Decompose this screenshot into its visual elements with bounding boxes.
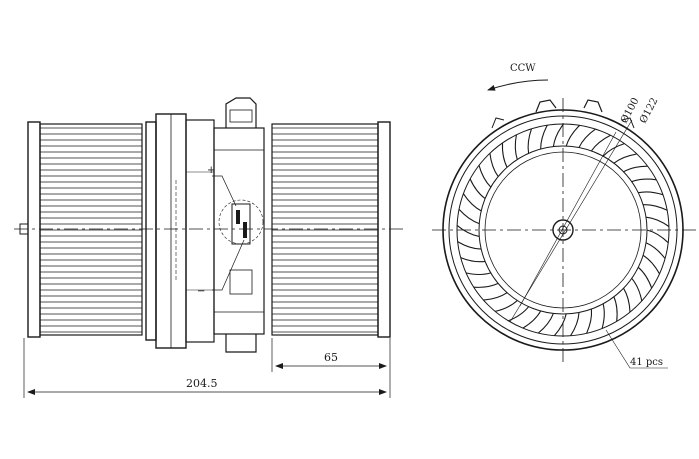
- fan-blade: [508, 306, 530, 322]
- motor-housing: [145, 97, 265, 353]
- front-view: CCW Ø100 Ø122 41 pcs: [432, 63, 696, 369]
- blade-count-leader: [605, 329, 631, 369]
- right-wheel-fins: [272, 127, 378, 333]
- fan-blade: [602, 143, 625, 157]
- inner-diameter-leader: [519, 131, 617, 307]
- fan-blade: [613, 153, 637, 164]
- right-blower-wheel: [271, 121, 391, 338]
- fan-blade: [643, 204, 668, 211]
- terminal-plus-label: +: [207, 165, 215, 176]
- fan-blade: [458, 208, 480, 225]
- blade-count-label: 41 pcs: [630, 357, 663, 368]
- outer-diameter-leader: [509, 119, 633, 323]
- center-hub: [552, 219, 574, 241]
- fan-blade: [646, 229, 669, 244]
- fan-blade: [469, 178, 486, 200]
- fan-blade: [473, 282, 499, 288]
- fan-blade: [631, 178, 657, 183]
- fan-blade: [631, 277, 643, 302]
- fan-blade: [638, 191, 664, 196]
- total-length-label: 204.5: [186, 377, 218, 390]
- fan-blade: [465, 272, 491, 276]
- fan-blade: [462, 193, 482, 212]
- fan-blade: [489, 153, 499, 177]
- fan-blade: [586, 309, 593, 334]
- fan-blade: [645, 242, 666, 259]
- fan-blade: [456, 224, 480, 237]
- fan-blades: [456, 123, 670, 336]
- fan-blade: [623, 287, 631, 313]
- fan-blade: [537, 313, 554, 334]
- fan-blade: [645, 216, 670, 227]
- fan-blade: [540, 124, 548, 150]
- fan-blade: [457, 241, 482, 250]
- side-view: + − 65 204.5: [14, 97, 405, 398]
- hub-ring: [484, 151, 642, 309]
- left-blower-wheel: [27, 121, 143, 338]
- fan-blade: [565, 124, 581, 147]
- fan-blade: [460, 257, 486, 263]
- outer-housing-ring: [442, 109, 684, 351]
- mounting-lugs: [491, 99, 635, 129]
- total-length-dimension: [23, 338, 391, 398]
- fan-blade: [637, 266, 653, 289]
- fan-blade: [483, 292, 508, 301]
- fan-blade: [613, 296, 618, 322]
- fan-blade: [514, 134, 518, 160]
- fan-blade: [578, 128, 596, 148]
- wheel-width-dimension: [271, 338, 391, 372]
- rotation-label: CCW: [510, 63, 536, 74]
- fan-blade: [501, 142, 508, 168]
- fan-blade: [552, 123, 564, 147]
- left-wheel-fins: [40, 127, 142, 333]
- rotation-arrow: [487, 79, 549, 91]
- housing-inner-ring: [448, 115, 678, 345]
- outer-diameter-label: Ø122: [638, 96, 661, 125]
- fan-blade: [553, 313, 567, 336]
- wheel-width-label: 65: [324, 351, 338, 364]
- fan-blade: [642, 254, 660, 275]
- fan-blade: [623, 165, 648, 173]
- fan-blade: [494, 300, 518, 312]
- fan-blade: [478, 165, 492, 188]
- fan-blade: [590, 134, 611, 152]
- fan-blade: [527, 128, 533, 154]
- fan-blade: [601, 303, 605, 329]
- fan-blade: [570, 312, 580, 336]
- terminal-minus-label: −: [197, 286, 205, 297]
- fan-blade: [522, 310, 542, 329]
